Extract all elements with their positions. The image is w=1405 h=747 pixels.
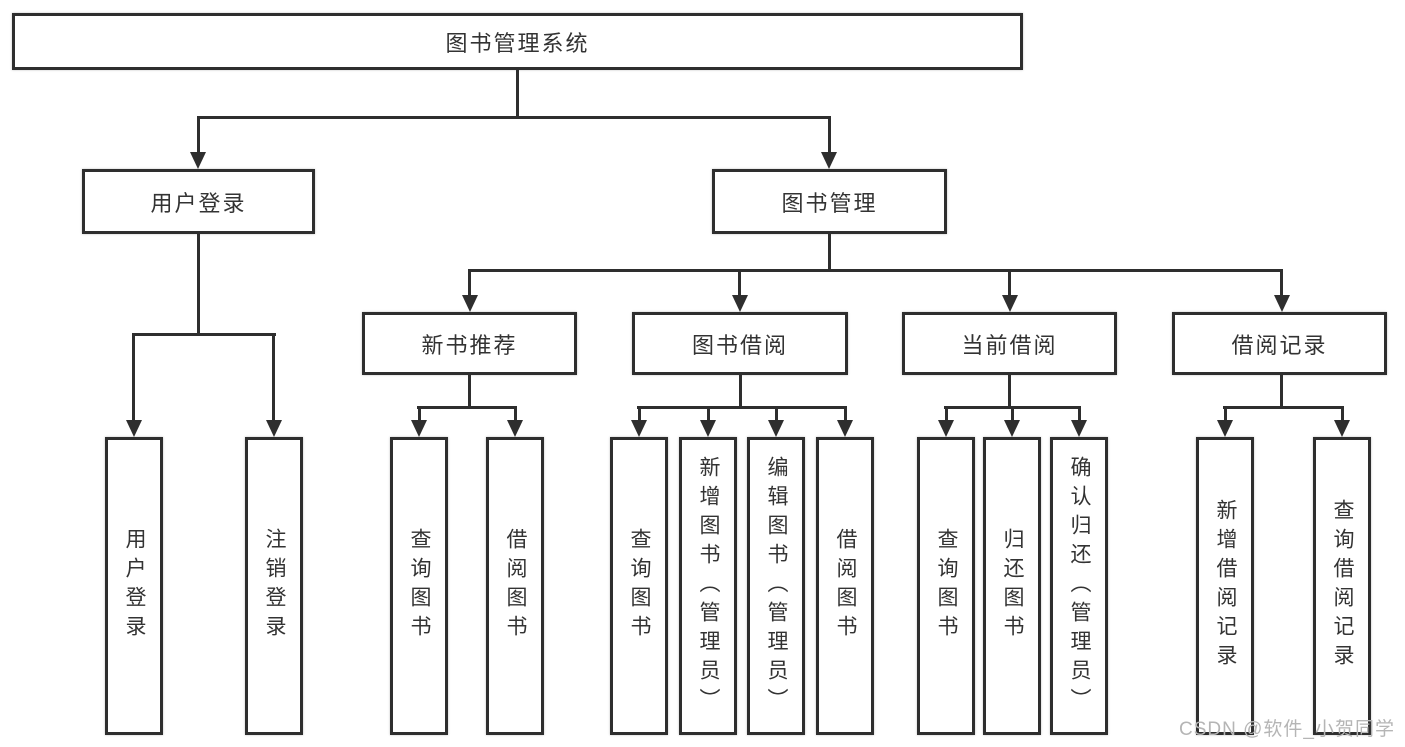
connector-line xyxy=(1280,269,1283,297)
arrow-down-icon xyxy=(1334,420,1350,437)
connector-line xyxy=(738,269,741,297)
leaf-query-book-recommend-label: 查询图书 xyxy=(408,528,431,644)
connector-line xyxy=(707,406,710,422)
connector-line xyxy=(638,406,641,422)
connector-line xyxy=(828,234,831,272)
arrow-down-icon xyxy=(190,152,206,169)
leaf-add-borrow-record: 新增借阅记录 xyxy=(1196,437,1254,735)
connector-line xyxy=(468,375,471,408)
leaf-edit-book-admin-label: 编辑图书（管理员） xyxy=(765,455,788,717)
connector-line xyxy=(1011,406,1014,422)
arrow-down-icon xyxy=(821,152,837,169)
connector-line xyxy=(197,234,200,335)
arrow-down-icon xyxy=(507,420,523,437)
leaf-edit-book-admin: 编辑图书（管理员） xyxy=(747,437,805,735)
node-current-borrowing: 当前借阅 xyxy=(902,312,1117,375)
arrow-down-icon xyxy=(1274,295,1290,312)
connector-line xyxy=(514,406,517,422)
arrow-down-icon xyxy=(700,420,716,437)
node-user-login: 用户登录 xyxy=(82,169,315,234)
leaf-query-current-borrow-label: 查询图书 xyxy=(935,528,958,644)
connector-line xyxy=(775,406,778,422)
leaf-borrow-book-recommend: 借阅图书 xyxy=(486,437,544,735)
connector-line xyxy=(1224,406,1227,422)
node-new-book-recommend: 新书推荐 xyxy=(362,312,577,375)
leaf-add-book-admin: 新增图书（管理员） xyxy=(679,437,737,735)
connector-line xyxy=(132,333,135,421)
arrow-down-icon xyxy=(266,420,282,437)
leaf-return-book-label: 归还图书 xyxy=(1001,528,1024,644)
connector-line xyxy=(828,116,831,153)
connector-line xyxy=(739,375,742,408)
connector-line xyxy=(197,116,200,153)
node-current-borrowing-label: 当前借阅 xyxy=(961,332,1058,358)
leaf-add-book-admin-label: 新增图书（管理员） xyxy=(697,455,720,717)
connector-line xyxy=(1008,269,1011,297)
leaf-return-book: 归还图书 xyxy=(983,437,1041,735)
connector-line xyxy=(468,269,1283,272)
leaf-query-borrow-record-label: 查询借阅记录 xyxy=(1331,499,1354,673)
arrow-down-icon xyxy=(1004,420,1020,437)
arrow-down-icon xyxy=(126,420,142,437)
node-user-login-label: 用户登录 xyxy=(150,190,247,216)
node-book-borrowing: 图书借阅 xyxy=(632,312,848,375)
leaf-query-current-borrow: 查询图书 xyxy=(917,437,975,735)
arrow-down-icon xyxy=(1217,420,1233,437)
connector-line xyxy=(516,69,519,119)
node-book-management-label: 图书管理 xyxy=(781,190,878,216)
connector-line xyxy=(637,406,847,409)
csdn-watermark: CSDN @软件_小贺同学 xyxy=(1179,719,1395,740)
connector-line xyxy=(468,269,471,297)
leaf-borrow-book-recommend-label: 借阅图书 xyxy=(504,528,527,644)
leaf-query-book-borrow-label: 查询图书 xyxy=(628,528,651,644)
node-new-book-recommend-label: 新书推荐 xyxy=(421,332,518,358)
leaf-logout-label: 注销登录 xyxy=(263,528,286,644)
connector-line xyxy=(1280,375,1283,408)
connector-line xyxy=(272,333,275,421)
node-book-management: 图书管理 xyxy=(712,169,947,234)
connector-line xyxy=(844,406,847,422)
node-book-borrowing-label: 图书借阅 xyxy=(691,332,788,358)
node-root-label: 图书管理系统 xyxy=(445,30,590,56)
arrow-down-icon xyxy=(768,420,784,437)
connector-line xyxy=(417,406,517,409)
connector-line xyxy=(1078,406,1081,422)
leaf-query-book-borrow: 查询图书 xyxy=(610,437,668,735)
arrow-down-icon xyxy=(938,420,954,437)
node-borrowing-records-label: 借阅记录 xyxy=(1231,332,1328,358)
arrow-down-icon xyxy=(1002,295,1018,312)
arrow-down-icon xyxy=(462,295,478,312)
leaf-user-login: 用户登录 xyxy=(105,437,163,735)
leaf-query-book-recommend: 查询图书 xyxy=(390,437,448,735)
arrow-down-icon xyxy=(837,420,853,437)
arrow-down-icon xyxy=(411,420,427,437)
leaf-confirm-return-admin-label: 确认归还（管理员） xyxy=(1068,455,1091,717)
leaf-add-borrow-record-label: 新增借阅记录 xyxy=(1214,499,1237,673)
connector-line xyxy=(1341,406,1344,422)
leaf-confirm-return-admin: 确认归还（管理员） xyxy=(1050,437,1108,735)
arrow-down-icon xyxy=(631,420,647,437)
connector-line xyxy=(197,116,831,119)
leaf-borrow-book-label: 借阅图书 xyxy=(834,528,857,644)
leaf-borrow-book: 借阅图书 xyxy=(816,437,874,735)
leaf-query-borrow-record: 查询借阅记录 xyxy=(1313,437,1371,735)
connector-line xyxy=(1223,406,1344,409)
arrow-down-icon xyxy=(732,295,748,312)
node-borrowing-records: 借阅记录 xyxy=(1172,312,1387,375)
connector-line xyxy=(418,406,421,422)
connector-line xyxy=(132,333,276,336)
node-root: 图书管理系统 xyxy=(12,13,1023,70)
leaf-user-login-label: 用户登录 xyxy=(123,528,146,644)
connector-line xyxy=(1008,375,1011,408)
connector-line xyxy=(945,406,948,422)
arrow-down-icon xyxy=(1071,420,1087,437)
leaf-logout: 注销登录 xyxy=(245,437,303,735)
